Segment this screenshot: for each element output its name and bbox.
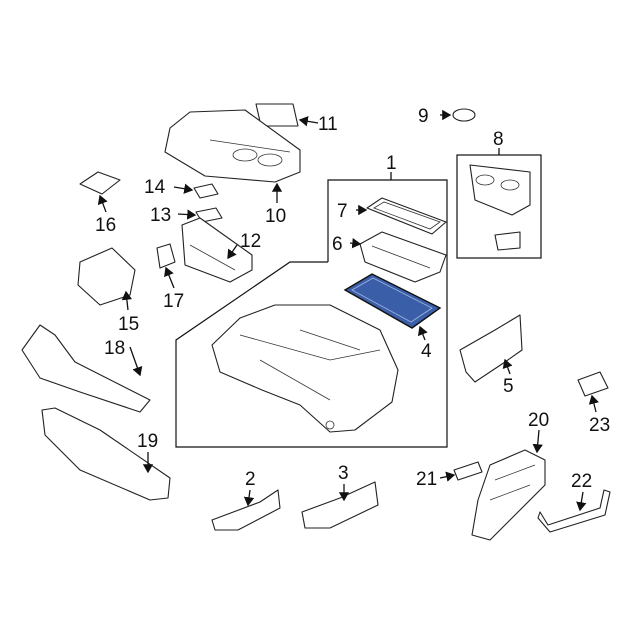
part-21-badge[interactable] xyxy=(453,461,483,481)
part-18-trim-panel[interactable] xyxy=(21,324,151,413)
console-body[interactable] xyxy=(211,304,399,433)
label-part-6: 6 xyxy=(332,234,343,255)
label-part-3: 3 xyxy=(338,463,349,484)
assembly-1-box xyxy=(175,179,448,448)
label-part-14: 14 xyxy=(144,177,166,198)
part-3-bracket[interactable] xyxy=(301,481,379,529)
label-part-7: 7 xyxy=(337,201,348,222)
part-8-cup-holder[interactable] xyxy=(469,164,531,251)
label-part-22: 22 xyxy=(571,471,592,492)
label-part-1: 1 xyxy=(386,153,397,174)
label-part-2: 2 xyxy=(245,469,256,490)
part-9-cap[interactable] xyxy=(452,108,476,122)
label-part-16: 16 xyxy=(95,215,116,236)
label-part-5: 5 xyxy=(503,376,514,397)
part-14-clip[interactable] xyxy=(193,183,219,199)
label-part-15: 15 xyxy=(118,314,139,335)
part-5-side-panel[interactable] xyxy=(459,314,523,383)
part-7-mat[interactable] xyxy=(366,197,447,235)
part-22-handle[interactable] xyxy=(537,489,611,533)
part-17-bracket[interactable] xyxy=(156,243,176,269)
label-part-23: 23 xyxy=(589,415,610,436)
part-20-rear-panel[interactable] xyxy=(471,449,546,541)
label-part-12: 12 xyxy=(240,231,261,252)
label-part-18: 18 xyxy=(104,338,125,359)
label-part-10: 10 xyxy=(265,206,286,227)
label-part-9: 9 xyxy=(418,106,429,127)
part-6-tray[interactable] xyxy=(359,231,447,283)
label-part-13: 13 xyxy=(150,205,171,226)
label-part-20: 20 xyxy=(528,410,549,431)
part-11-trim-strip[interactable] xyxy=(255,103,299,127)
part-23-switch[interactable] xyxy=(577,371,609,397)
part-19-trim-panel[interactable] xyxy=(41,407,171,501)
label-part-19: 19 xyxy=(137,431,158,452)
label-part-11: 11 xyxy=(318,114,338,135)
part-4-liner-highlighted[interactable] xyxy=(343,273,442,329)
label-part-21: 21 xyxy=(416,469,437,490)
label-part-4: 4 xyxy=(421,341,432,362)
part-2-bracket[interactable] xyxy=(211,489,281,531)
part-10-console-top[interactable] xyxy=(164,109,301,183)
label-part-8: 8 xyxy=(493,129,504,150)
label-part-17: 17 xyxy=(163,291,184,312)
leader-lines xyxy=(97,109,599,512)
part-16-pad[interactable] xyxy=(79,171,121,195)
part-12-bin[interactable] xyxy=(181,217,253,283)
